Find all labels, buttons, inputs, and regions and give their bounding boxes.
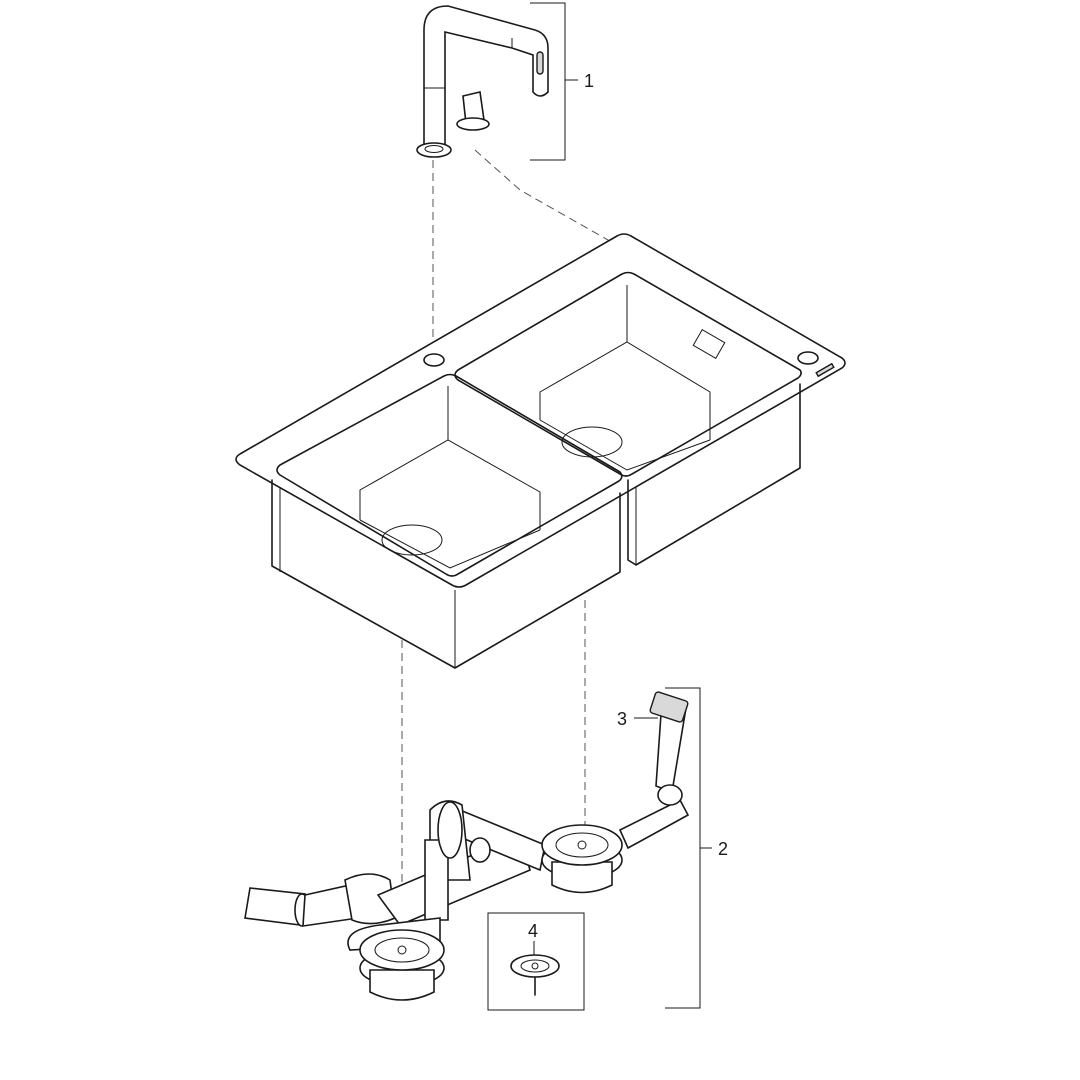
callout-3: 3 [617, 709, 658, 729]
drain-kit [244, 691, 690, 1001]
callout-4-detail: 4 [487, 912, 585, 1011]
callout-label-1: 1 [584, 71, 594, 91]
callout-1: 1 [530, 2, 594, 161]
callout-label-2: 2 [718, 839, 728, 859]
callout-label-4: 4 [528, 921, 538, 941]
callout-2: 2 [665, 687, 728, 1009]
double-bowl-sink [235, 233, 846, 669]
kitchen-faucet [416, 5, 549, 158]
callout-label-3: 3 [617, 709, 627, 729]
